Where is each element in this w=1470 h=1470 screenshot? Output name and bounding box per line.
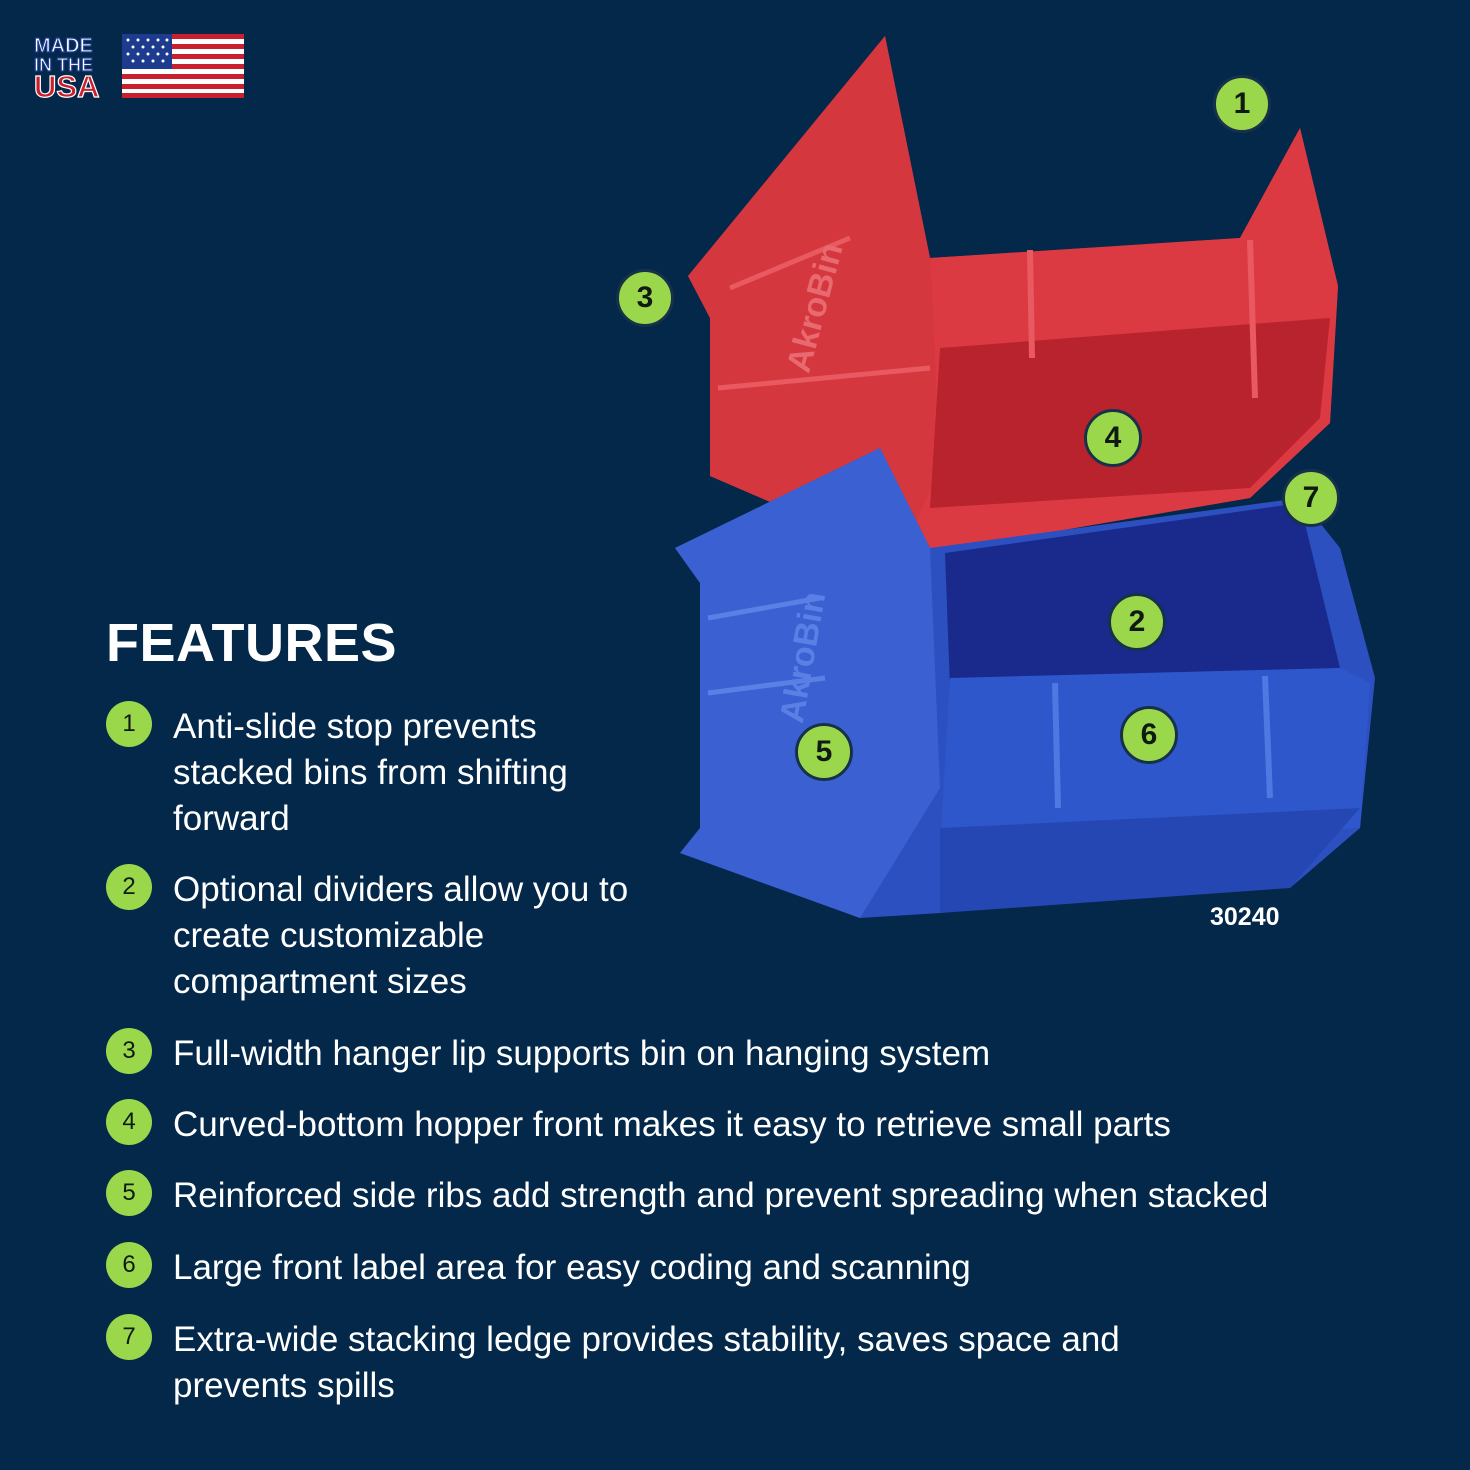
callout-2: 2 bbox=[1108, 593, 1166, 651]
feature-text-3: Full-width hanger lip supports bin on ha… bbox=[173, 1034, 991, 1073]
callout-7: 7 bbox=[1282, 469, 1340, 527]
badge-line2: IN THE bbox=[34, 55, 93, 75]
callout-3: 3 bbox=[616, 269, 674, 327]
feature-text-1: Anti-slide stop prevents stacked bins fr… bbox=[173, 707, 568, 838]
feature-item-1: 1 Anti-slide stop prevents stacked bins … bbox=[106, 701, 626, 842]
blue-bin: AkroBin bbox=[675, 448, 1375, 918]
feature-number-4: 4 bbox=[106, 1099, 152, 1145]
badge-line1: MADE bbox=[34, 35, 93, 57]
feature-item-7: 7 Extra-wide stacking ledge provides sta… bbox=[106, 1314, 1216, 1409]
badge-line3: USA bbox=[34, 69, 99, 100]
feature-text-6: Large front label area for easy coding a… bbox=[173, 1248, 971, 1287]
feature-text-2: Optional dividers allow you to create cu… bbox=[173, 870, 629, 1001]
feature-item-3: 3 Full-width hanger lip supports bin on … bbox=[106, 1028, 991, 1077]
red-bin: AkroBin bbox=[688, 36, 1338, 558]
feature-number-5: 5 bbox=[106, 1170, 152, 1216]
feature-number-6: 6 bbox=[106, 1242, 152, 1288]
callout-4: 4 bbox=[1084, 409, 1142, 467]
feature-text-5: Reinforced side ribs add strength and pr… bbox=[173, 1176, 1269, 1215]
feature-text-7: Extra-wide stacking ledge provides stabi… bbox=[173, 1320, 1120, 1405]
callout-6: 6 bbox=[1120, 706, 1178, 764]
feature-number-3: 3 bbox=[106, 1028, 152, 1074]
feature-item-6: 6 Large front label area for easy coding… bbox=[106, 1242, 971, 1291]
feature-item-4: 4 Curved-bottom hopper front makes it ea… bbox=[106, 1099, 1171, 1148]
feature-number-1: 1 bbox=[106, 701, 152, 747]
stacked-bins-illustration: AkroBin AkroBin bbox=[675, 36, 1375, 918]
feature-number-2: 2 bbox=[106, 864, 152, 910]
feature-text-4: Curved-bottom hopper front makes it easy… bbox=[173, 1105, 1171, 1144]
feature-number-7: 7 bbox=[106, 1314, 152, 1360]
feature-item-2: 2 Optional dividers allow you to create … bbox=[106, 864, 646, 1005]
made-in-usa-badge: MADE IN THE USA bbox=[33, 34, 244, 100]
callout-1: 1 bbox=[1213, 75, 1271, 133]
feature-item-5: 5 Reinforced side ribs add strength and … bbox=[106, 1170, 1269, 1219]
features-title: FEATURES bbox=[106, 613, 398, 673]
callout-5: 5 bbox=[795, 723, 853, 781]
model-number: 30240 bbox=[1210, 903, 1280, 931]
